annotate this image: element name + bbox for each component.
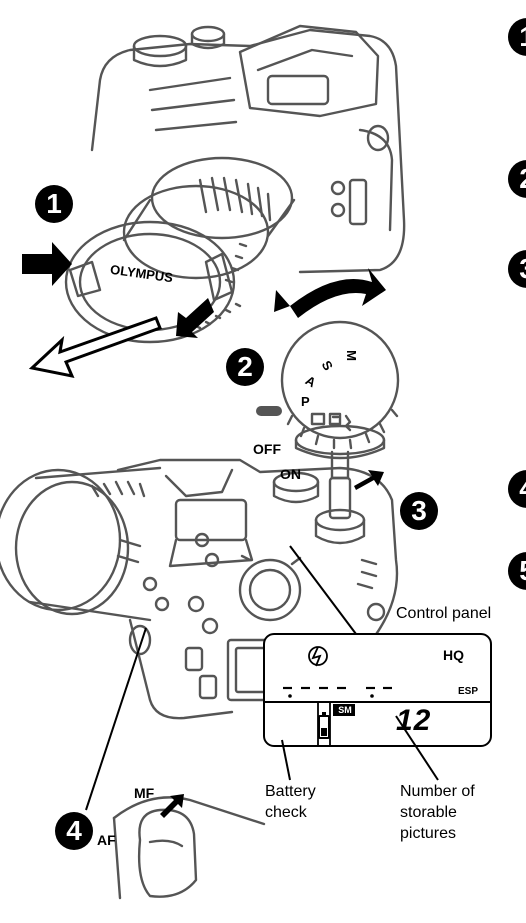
metering-indicator: ESP <box>458 686 478 697</box>
step-marker-2: 2 <box>226 348 264 386</box>
card-indicator: SM <box>335 704 355 716</box>
quality-indicator: HQ <box>443 647 464 663</box>
af-label: AF <box>97 832 116 848</box>
focus-lever-graphic <box>114 797 264 898</box>
power-on-label: ON <box>280 466 301 482</box>
storable-label-line1: Number of <box>400 783 475 801</box>
dial-mode-p: P <box>301 394 310 409</box>
step-marker-3: 3 <box>400 492 438 530</box>
picture-count: 12 <box>396 704 431 738</box>
power-switch-arrow <box>354 470 384 490</box>
storable-label-line3: pictures <box>400 825 456 843</box>
battery-check-label-line1: Battery <box>265 783 316 801</box>
step-marker-1: 1 <box>35 185 73 223</box>
control-panel-title: Control panel <box>396 605 491 623</box>
battery-check-label-line2: check <box>265 804 307 822</box>
push-arrow-left <box>22 242 72 286</box>
mf-label: MF <box>134 785 154 801</box>
camera-front-view <box>66 26 404 342</box>
dial-rotate-arrow <box>290 268 386 318</box>
step-marker-4: 4 <box>55 812 93 850</box>
dial-mode-m: M <box>344 350 359 361</box>
power-off-label: OFF <box>253 441 281 457</box>
storable-label-line2: storable <box>400 804 457 822</box>
